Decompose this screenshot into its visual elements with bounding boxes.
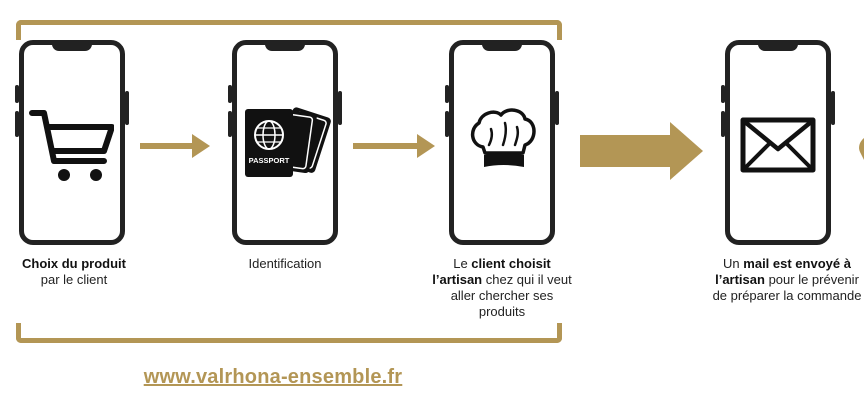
step-1-caption: Choix du produit par le client (4, 256, 144, 288)
phone-step-4 (721, 40, 835, 245)
caption-text: pour le prévenir de préparer la commande (712, 272, 862, 303)
phone-side-button (15, 85, 19, 103)
phone-notch (52, 44, 92, 51)
website-link[interactable]: www.valrhona-ensemble.fr (143, 366, 403, 388)
arrow-icon (140, 134, 210, 158)
phone-notch (482, 44, 522, 51)
phone-step-2: PASSPORT (228, 40, 342, 245)
phone-side-button (831, 91, 835, 125)
big-arrow-icon (580, 122, 703, 180)
step-2-caption: Identification (215, 256, 355, 272)
group-bracket-top (16, 20, 562, 40)
group-bracket-bottom (16, 323, 562, 343)
phone-side-button (228, 111, 232, 137)
phone-side-button (228, 85, 232, 103)
phone-step-3 (445, 40, 559, 245)
caption-bold: Choix du produit (22, 256, 126, 271)
shopping-cart-icon (29, 110, 114, 181)
phone-side-button (445, 111, 449, 137)
passport-icon: PASSPORT (245, 107, 331, 177)
arrow-icon (353, 134, 435, 158)
caption-text: chez qui il veut aller chercher ses prod… (450, 272, 572, 319)
step-4-caption: Un mail est envoyé à l’artisan pour le p… (712, 256, 862, 304)
passport-label: PASSPORT (249, 156, 290, 165)
phone-side-button (555, 91, 559, 125)
phone-notch (265, 44, 305, 51)
chef-hat-icon (470, 108, 536, 167)
phone-side-button (338, 91, 342, 125)
phone-side-button (721, 85, 725, 103)
caption-text: Le (453, 256, 472, 271)
caption-text: Un (723, 256, 744, 271)
caption-text: Identification (248, 256, 322, 271)
caption-text: par le client (40, 272, 108, 287)
caption-bold: client choisit l’artisan (432, 256, 551, 287)
phone-step-1 (15, 40, 129, 245)
phone-side-button (15, 111, 19, 137)
caption-bold: mail est envoyé à l’artisan (715, 256, 851, 287)
step-3-caption: Le client choisit l’artisan chez qui il … (432, 256, 572, 320)
phone-notch (758, 44, 798, 51)
phone-side-button (721, 111, 725, 137)
phone-side-button (445, 85, 449, 103)
envelope-icon (740, 117, 816, 173)
partial-arrow-icon (859, 138, 864, 160)
phone-side-button (125, 91, 129, 125)
